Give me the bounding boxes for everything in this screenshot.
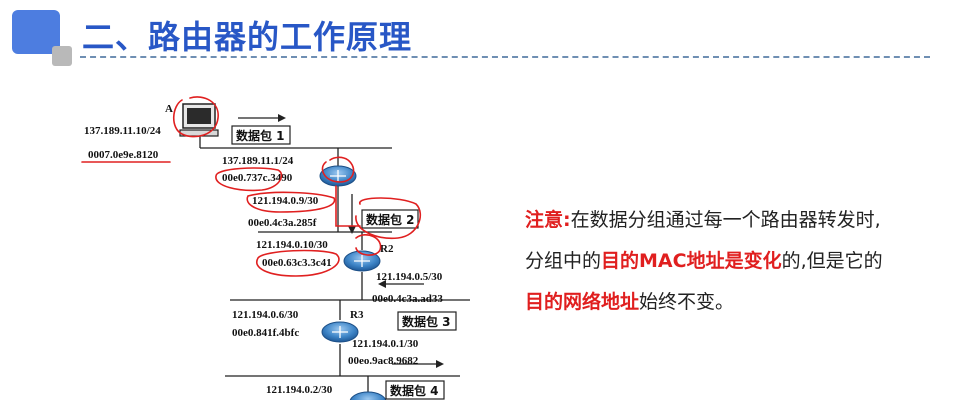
packet-box-3	[397, 311, 457, 331]
packet-box-1	[231, 125, 291, 145]
packet-label-2: 数据包 2	[366, 212, 415, 227]
r2-label: R2	[380, 243, 394, 255]
router-icon-r4	[349, 391, 387, 400]
title-decoration-small-square	[52, 46, 72, 66]
circle-mark-r2-mac-a	[255, 249, 340, 277]
circle-mark-host-a	[172, 96, 219, 138]
r1-wan-ip: 121.194.0.9/30	[252, 195, 319, 207]
handwritten-annotations	[81, 96, 422, 277]
packet-label-4: 数据包 4	[390, 383, 439, 398]
arrow-left-icon	[378, 280, 424, 288]
path-mark-r1-to-r2	[335, 185, 361, 227]
r2-ip-a: 121.194.0.10/30	[256, 239, 328, 251]
note-text-block: 注意:在数据分组通过每一个路由器转发时, 分组中的目的MAC地址是变化的,但是它…	[525, 200, 973, 323]
r3-ip-b: 121.194.0.1/30	[352, 338, 419, 350]
packet-label-3: 数据包 3	[402, 314, 451, 329]
circle-mark-r2	[355, 234, 382, 256]
arrow-right-icon	[238, 114, 286, 122]
circle-mark-packet-2	[355, 197, 422, 240]
r3-mac-a: 00e0.841f.4bfc	[232, 327, 299, 339]
r1-lan-ip: 137.189.11.1/24	[222, 155, 294, 167]
r4-ip: 121.194.0.2/30	[266, 384, 333, 396]
packet-label-1: 数据包 1	[236, 128, 285, 143]
r3-label: R3	[350, 309, 364, 321]
note-line-2-prefix: 分组中的	[525, 250, 602, 272]
arrow-right-icon	[392, 360, 444, 368]
page-title: 二、路由器的工作原理	[82, 18, 413, 56]
note-line-3-suffix: 始终不变。	[639, 291, 735, 313]
note-highlight-mac: 目的MAC地址是变化	[601, 250, 782, 272]
arrow-down-icon	[348, 194, 356, 234]
note-line-1: 注意:在数据分组通过每一个路由器转发时,	[525, 200, 973, 241]
note-label: 注意:	[525, 209, 571, 231]
packet-box-2	[361, 209, 419, 229]
computer-icon	[179, 103, 219, 137]
router-icon-r2	[343, 250, 381, 272]
r1-lan-mac: 00e0.737c.3490	[222, 172, 293, 184]
host-a-ip: 137.189.11.10/24	[84, 125, 161, 137]
title-divider	[80, 56, 930, 58]
note-line-1-text: 在数据分组通过每一个路由器转发时,	[570, 209, 881, 231]
r1-wan-mac: 00e0.4c3a.285f	[248, 217, 317, 229]
circle-mark-r1-wan-ip	[246, 191, 336, 213]
r3-ip-a: 121.194.0.6/30	[232, 309, 299, 321]
router-icon-r3	[321, 321, 359, 343]
host-a-mac: 0007.0e9e.8120	[88, 149, 159, 161]
packet-box-4	[385, 380, 445, 400]
r2-ip-b: 121.194.0.5/30	[376, 271, 443, 283]
r2-mac-a: 00e0.63c3.3c41	[262, 257, 332, 269]
circle-mark-r1	[321, 156, 355, 183]
host-a-label: A	[165, 103, 173, 115]
note-line-2-suffix: 的,但是它的	[781, 250, 883, 272]
r3-mac-b: 00eo.9ac8.9682	[348, 355, 419, 367]
note-line-2: 分组中的目的MAC地址是变化的,但是它的	[525, 241, 973, 282]
r2-mac-b: 00e0.4c3a.ad33	[372, 293, 443, 305]
note-highlight-network: 目的网络地址	[525, 291, 640, 313]
note-line-3: 目的网络地址始终不变。	[525, 282, 973, 323]
circle-mark-r1-lan-mac	[215, 167, 283, 192]
